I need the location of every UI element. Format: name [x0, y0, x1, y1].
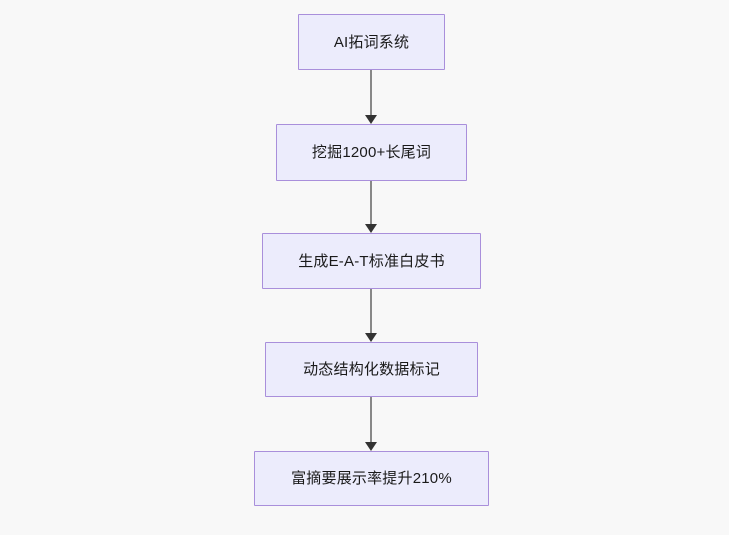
- flow-node-ai-keyword-system[interactable]: AI拓词系统: [298, 14, 445, 70]
- flow-node-label: AI拓词系统: [333, 33, 410, 51]
- flow-node-label: 挖掘1200+长尾词: [311, 144, 432, 161]
- flow-connector-3-to-4: [365, 289, 377, 342]
- flow-node-label: 动态结构化数据标记: [303, 361, 440, 378]
- flow-connector-2-to-3: [365, 181, 377, 233]
- flow-node-rich-snippet-uplift[interactable]: 富摘要展示率提升210%: [254, 451, 489, 506]
- flow-connector-1-to-2: [365, 70, 377, 124]
- flow-node-label: 富摘要展示率提升210%: [291, 470, 452, 487]
- flow-node-dynamic-structured-data[interactable]: 动态结构化数据标记: [265, 342, 478, 397]
- flow-node-generate-eat-whitepaper[interactable]: 生成E-A-T标准白皮书: [262, 233, 481, 289]
- flow-node-label: 生成E-A-T标准白皮书: [298, 252, 445, 270]
- flow-node-mine-longtail-keywords[interactable]: 挖掘1200+长尾词: [276, 124, 467, 181]
- flow-connector-4-to-5: [365, 397, 377, 451]
